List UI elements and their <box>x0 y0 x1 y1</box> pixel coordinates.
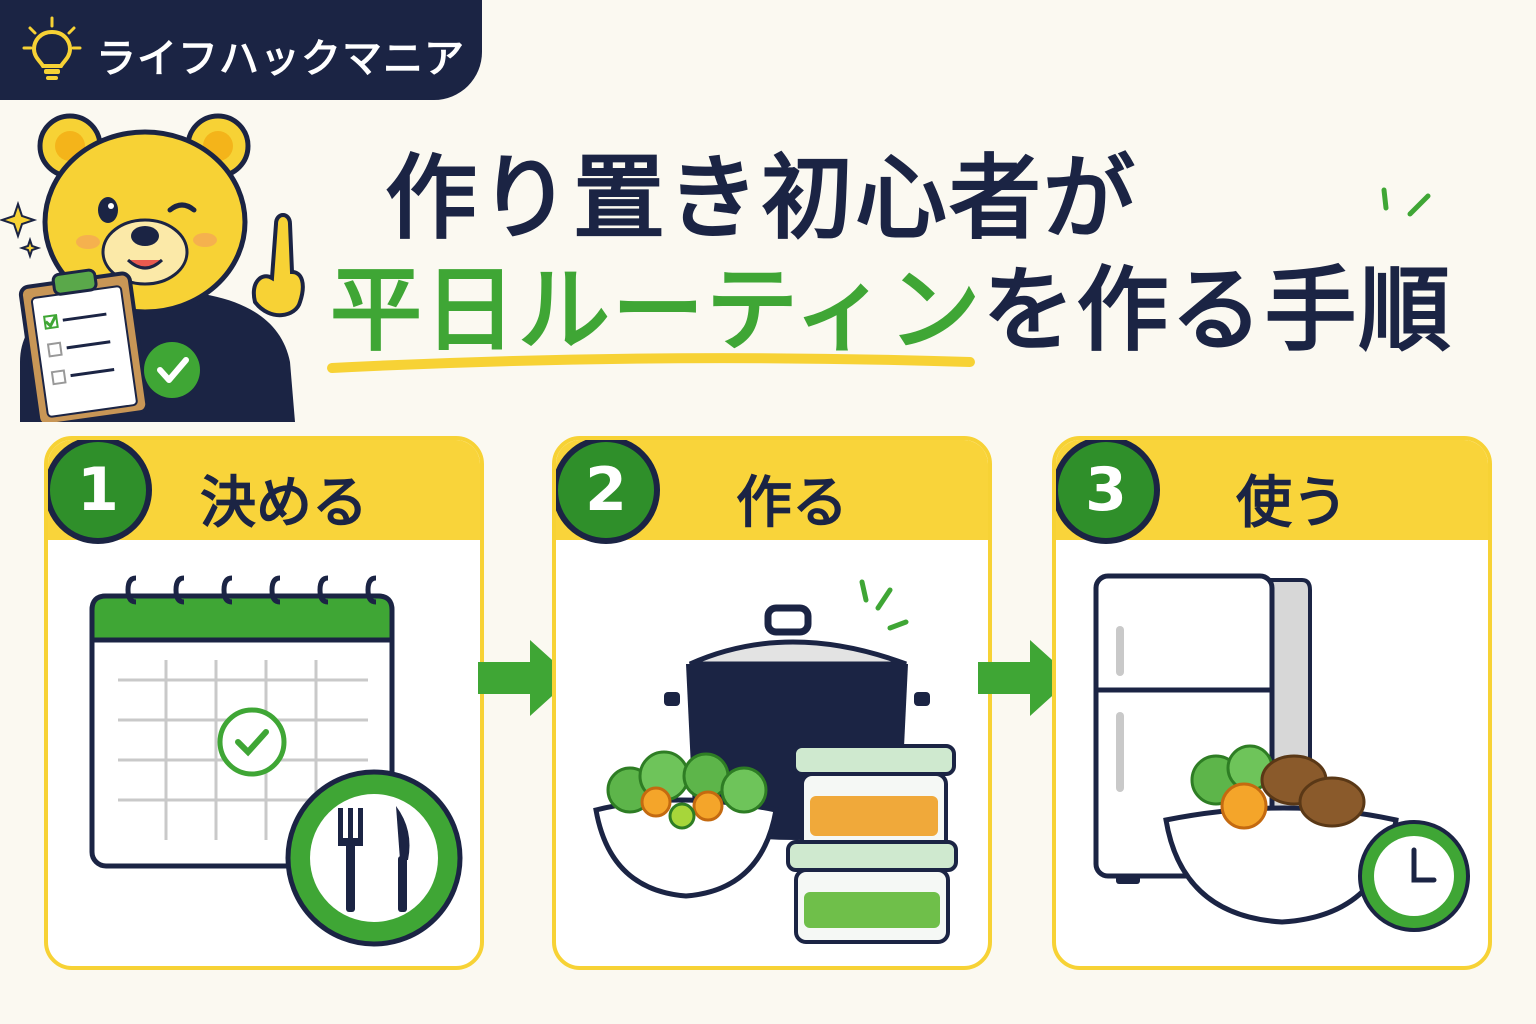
title-underline <box>327 353 975 373</box>
bear-mascot-illustration <box>0 113 305 422</box>
step-card-1: 1 決める <box>44 436 484 970</box>
page-title-line2: 平日ルーティンを作る手順 <box>330 236 1453 369</box>
cooking-pot-containers-icon <box>593 579 958 944</box>
step-title: 使う <box>1236 471 1348 536</box>
fridge-bowl-clock-icon <box>1093 573 1470 932</box>
step-number-badge: 3 <box>1056 440 1160 544</box>
step-title: 決める <box>200 471 368 536</box>
arrow-right-icon <box>978 640 1072 716</box>
brand-header: ライフハックマニア <box>0 0 482 100</box>
calendar-meal-icon <box>89 575 463 947</box>
lightbulb-icon <box>22 16 82 80</box>
step-card-2: 2 作る <box>552 436 992 970</box>
title-rest: を作る手順 <box>982 257 1453 364</box>
step-card-3: 3 使う <box>1052 436 1492 970</box>
sparkle-icon <box>0 200 42 260</box>
brand-name: ライフハックマニア <box>96 36 465 82</box>
step-title: 作る <box>736 471 848 536</box>
page-title-line1: 作り置き初心者が <box>385 145 1138 252</box>
step-header: 2 作る <box>556 440 988 544</box>
step-header: 1 決める <box>48 440 480 544</box>
step-header: 3 使う <box>1056 440 1488 544</box>
step-number-badge: 1 <box>48 440 152 544</box>
arrow-right-icon <box>478 640 572 716</box>
title-highlight: 平日ルーティン <box>330 257 983 364</box>
step-number-badge: 2 <box>556 440 660 544</box>
emphasis-lines-icon <box>1381 187 1431 217</box>
